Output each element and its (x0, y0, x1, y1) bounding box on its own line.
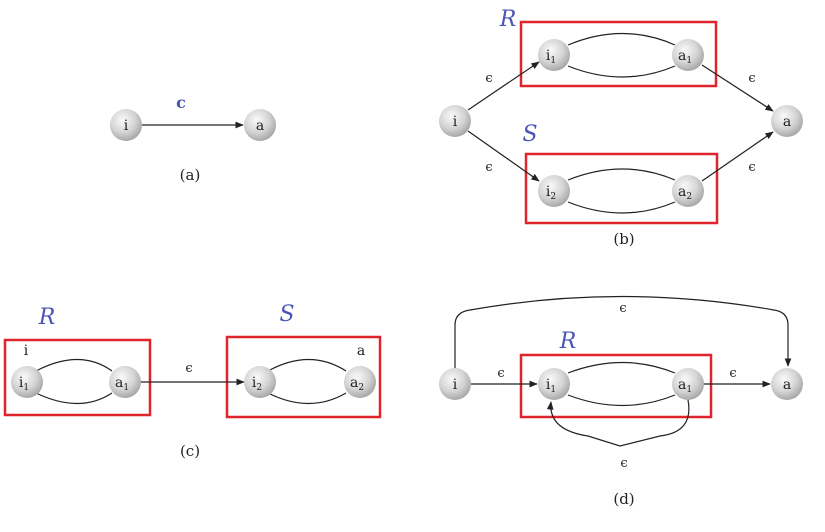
box-label-s: S (522, 122, 537, 147)
node-a2: a2 (672, 175, 704, 207)
arc-s-top (267, 358, 347, 372)
node-a1-letter: a (115, 375, 123, 391)
node-i1: i1 (538, 368, 570, 400)
edge-a2-to-a (701, 131, 774, 182)
node-a-label: a (783, 114, 791, 130)
node-a: a (244, 109, 276, 141)
edge-label-c: c (176, 93, 186, 112)
eps-d-bottom: ϵ (620, 456, 627, 471)
node-a1-sub: 1 (686, 56, 692, 66)
caption-a: (a) (180, 166, 201, 184)
panel-a: c i a (a) (110, 93, 276, 184)
node-a2: a2 (344, 366, 376, 398)
corner-label-i: i (24, 343, 29, 359)
node-a1-sub: 1 (123, 383, 129, 393)
arc-r-top (567, 361, 676, 374)
caption-c: (c) (180, 442, 200, 460)
node-a-label: a (783, 377, 791, 393)
node-i2-letter: i (546, 184, 551, 200)
box-label-r: R (38, 305, 56, 330)
arc-s-bottom (567, 201, 676, 214)
box-r (519, 353, 713, 419)
node-i: i (439, 105, 471, 137)
node-a1: a1 (109, 366, 141, 398)
node-i2-sub: 2 (550, 192, 556, 202)
eps-b-3: ϵ (748, 71, 755, 86)
eps-d-top: ϵ (619, 301, 626, 316)
node-a1-letter: a (678, 48, 686, 64)
node-i2-letter: i (252, 375, 257, 391)
node-i1-letter: i (546, 377, 551, 393)
arc-r-top (567, 32, 676, 46)
panel-b: R S ϵ ϵ ϵ ϵ i i1 a1 i2 (439, 7, 803, 248)
arc-r-top (35, 358, 113, 372)
panel-d: R ϵ ϵ ϵ ϵ i i1 a1 a (d) (439, 295, 803, 508)
edge-a1-to-i1-loop (546, 399, 690, 447)
node-i-label: i (453, 377, 458, 393)
node-i2-label: i2 (252, 375, 262, 393)
node-i2: i2 (244, 366, 276, 398)
node-i1-letter: i (546, 48, 551, 64)
node-a: a (771, 368, 803, 400)
arc-r-bottom (567, 394, 676, 407)
box-s (225, 335, 382, 419)
node-i1-sub: 1 (550, 385, 556, 395)
node-i1-sub: 1 (23, 383, 29, 393)
box-label-s: S (279, 302, 294, 327)
node-i1-label: i1 (546, 48, 556, 66)
arc-r-bottom (35, 392, 113, 405)
node-a1-label: a1 (678, 48, 692, 66)
node-a1-sub: 1 (686, 385, 692, 395)
node-i2-sub: 2 (256, 383, 262, 393)
eps-b-1: ϵ (485, 71, 492, 86)
node-i1-letter: i (19, 375, 24, 391)
eps-b-2: ϵ (485, 160, 492, 175)
node-a2-letter: a (350, 375, 358, 391)
caption-b: (b) (613, 230, 634, 248)
box-s (524, 152, 719, 225)
node-i1-sub: 1 (550, 56, 556, 66)
node-i1-label: i1 (19, 375, 29, 393)
node-i2-label: i2 (546, 184, 556, 202)
node-a1-label: a1 (115, 375, 129, 393)
arc-r-bottom (567, 65, 676, 78)
box-r (519, 20, 718, 88)
box-label-r: R (499, 7, 517, 32)
node-i: i (110, 109, 142, 141)
box-label-r: R (559, 329, 577, 354)
panel-c: R S i a ϵ i1 a1 i2 a2 (c) (3, 302, 382, 460)
node-a2-sub: 2 (686, 192, 692, 202)
node-a1: a1 (672, 39, 704, 71)
node-i1: i1 (538, 39, 570, 71)
box-r (3, 338, 152, 417)
caption-d: (d) (613, 490, 634, 508)
node-a2-label: a2 (350, 375, 364, 393)
edge-i-to-i1 (467, 61, 540, 111)
node-a1-letter: a (678, 377, 686, 393)
arc-s-bottom (267, 392, 347, 405)
eps-c: ϵ (185, 361, 192, 376)
node-i: i (439, 368, 471, 400)
node-i-label: i (453, 114, 458, 130)
eps-b-4: ϵ (748, 160, 755, 175)
node-a2-letter: a (678, 184, 686, 200)
edge-a1-to-a (701, 64, 774, 112)
node-a2-sub: 2 (358, 383, 364, 393)
eps-d-1: ϵ (497, 366, 504, 381)
node-i2: i2 (538, 175, 570, 207)
node-i-label: i (124, 118, 129, 134)
eps-d-2: ϵ (729, 366, 736, 381)
edge-i-to-a-bypass (454, 295, 792, 369)
corner-label-a: a (357, 343, 365, 359)
node-a-label: a (256, 118, 264, 134)
arc-s-top (567, 168, 676, 181)
edge-i-to-i2 (467, 130, 540, 182)
node-a1: a1 (672, 368, 704, 400)
node-a: a (771, 105, 803, 137)
node-i1: i1 (11, 366, 43, 398)
node-i1-label: i1 (546, 377, 556, 395)
node-a2-label: a2 (678, 184, 692, 202)
node-a1-label: a1 (678, 377, 692, 395)
